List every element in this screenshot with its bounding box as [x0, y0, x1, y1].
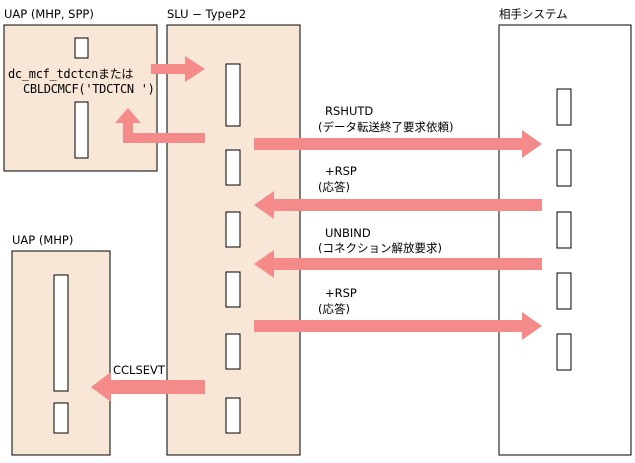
activation-box — [53, 274, 69, 392]
slu-title: SLU − TypeP2 — [167, 7, 247, 21]
rshutd-arrow — [254, 130, 542, 158]
activation-box — [556, 272, 572, 310]
activation-box — [53, 402, 69, 434]
activation-box — [225, 63, 241, 127]
activation-box — [556, 88, 572, 126]
message-sublabel: (応答) — [318, 302, 350, 316]
uap-bottom-title: UAP (MHP) — [12, 233, 74, 247]
activation-box — [225, 271, 241, 308]
uap-top-title: UAP (MHP, SPP) — [4, 7, 94, 21]
activation-box — [556, 333, 572, 371]
message-sublabel: (データ転送終了要求依頼) — [318, 120, 454, 134]
message-label: RSHUTD — [325, 104, 374, 118]
message-label: +RSP — [325, 286, 357, 300]
message-label: UNBIND — [325, 226, 371, 240]
partner-title: 相手システム — [499, 7, 568, 21]
cclsevt-arrow — [91, 372, 205, 402]
activation-box — [74, 37, 89, 59]
event-label: CCLSEVT — [113, 363, 165, 377]
message-sublabel: (応答) — [318, 180, 350, 194]
rsp-arrow-2 — [254, 312, 542, 340]
call-label-line2: CBLDCMCF('TDCTCN ') — [23, 82, 155, 96]
activation-box — [225, 397, 241, 434]
call-label-line1: dc_mcf_tdctcnまたは — [8, 67, 134, 81]
activation-box — [225, 149, 241, 186]
activation-box — [74, 101, 89, 159]
activation-box — [225, 333, 241, 370]
call-arrow — [151, 56, 205, 82]
activation-box — [225, 211, 241, 248]
message-label: +RSP — [325, 164, 357, 178]
rsp-arrow-1 — [254, 191, 542, 219]
return-arrow — [115, 108, 205, 143]
message-sublabel: (コネクション解放要求) — [318, 241, 442, 255]
unbind-arrow — [254, 250, 542, 278]
activation-box — [556, 211, 572, 249]
activation-box — [556, 149, 572, 187]
